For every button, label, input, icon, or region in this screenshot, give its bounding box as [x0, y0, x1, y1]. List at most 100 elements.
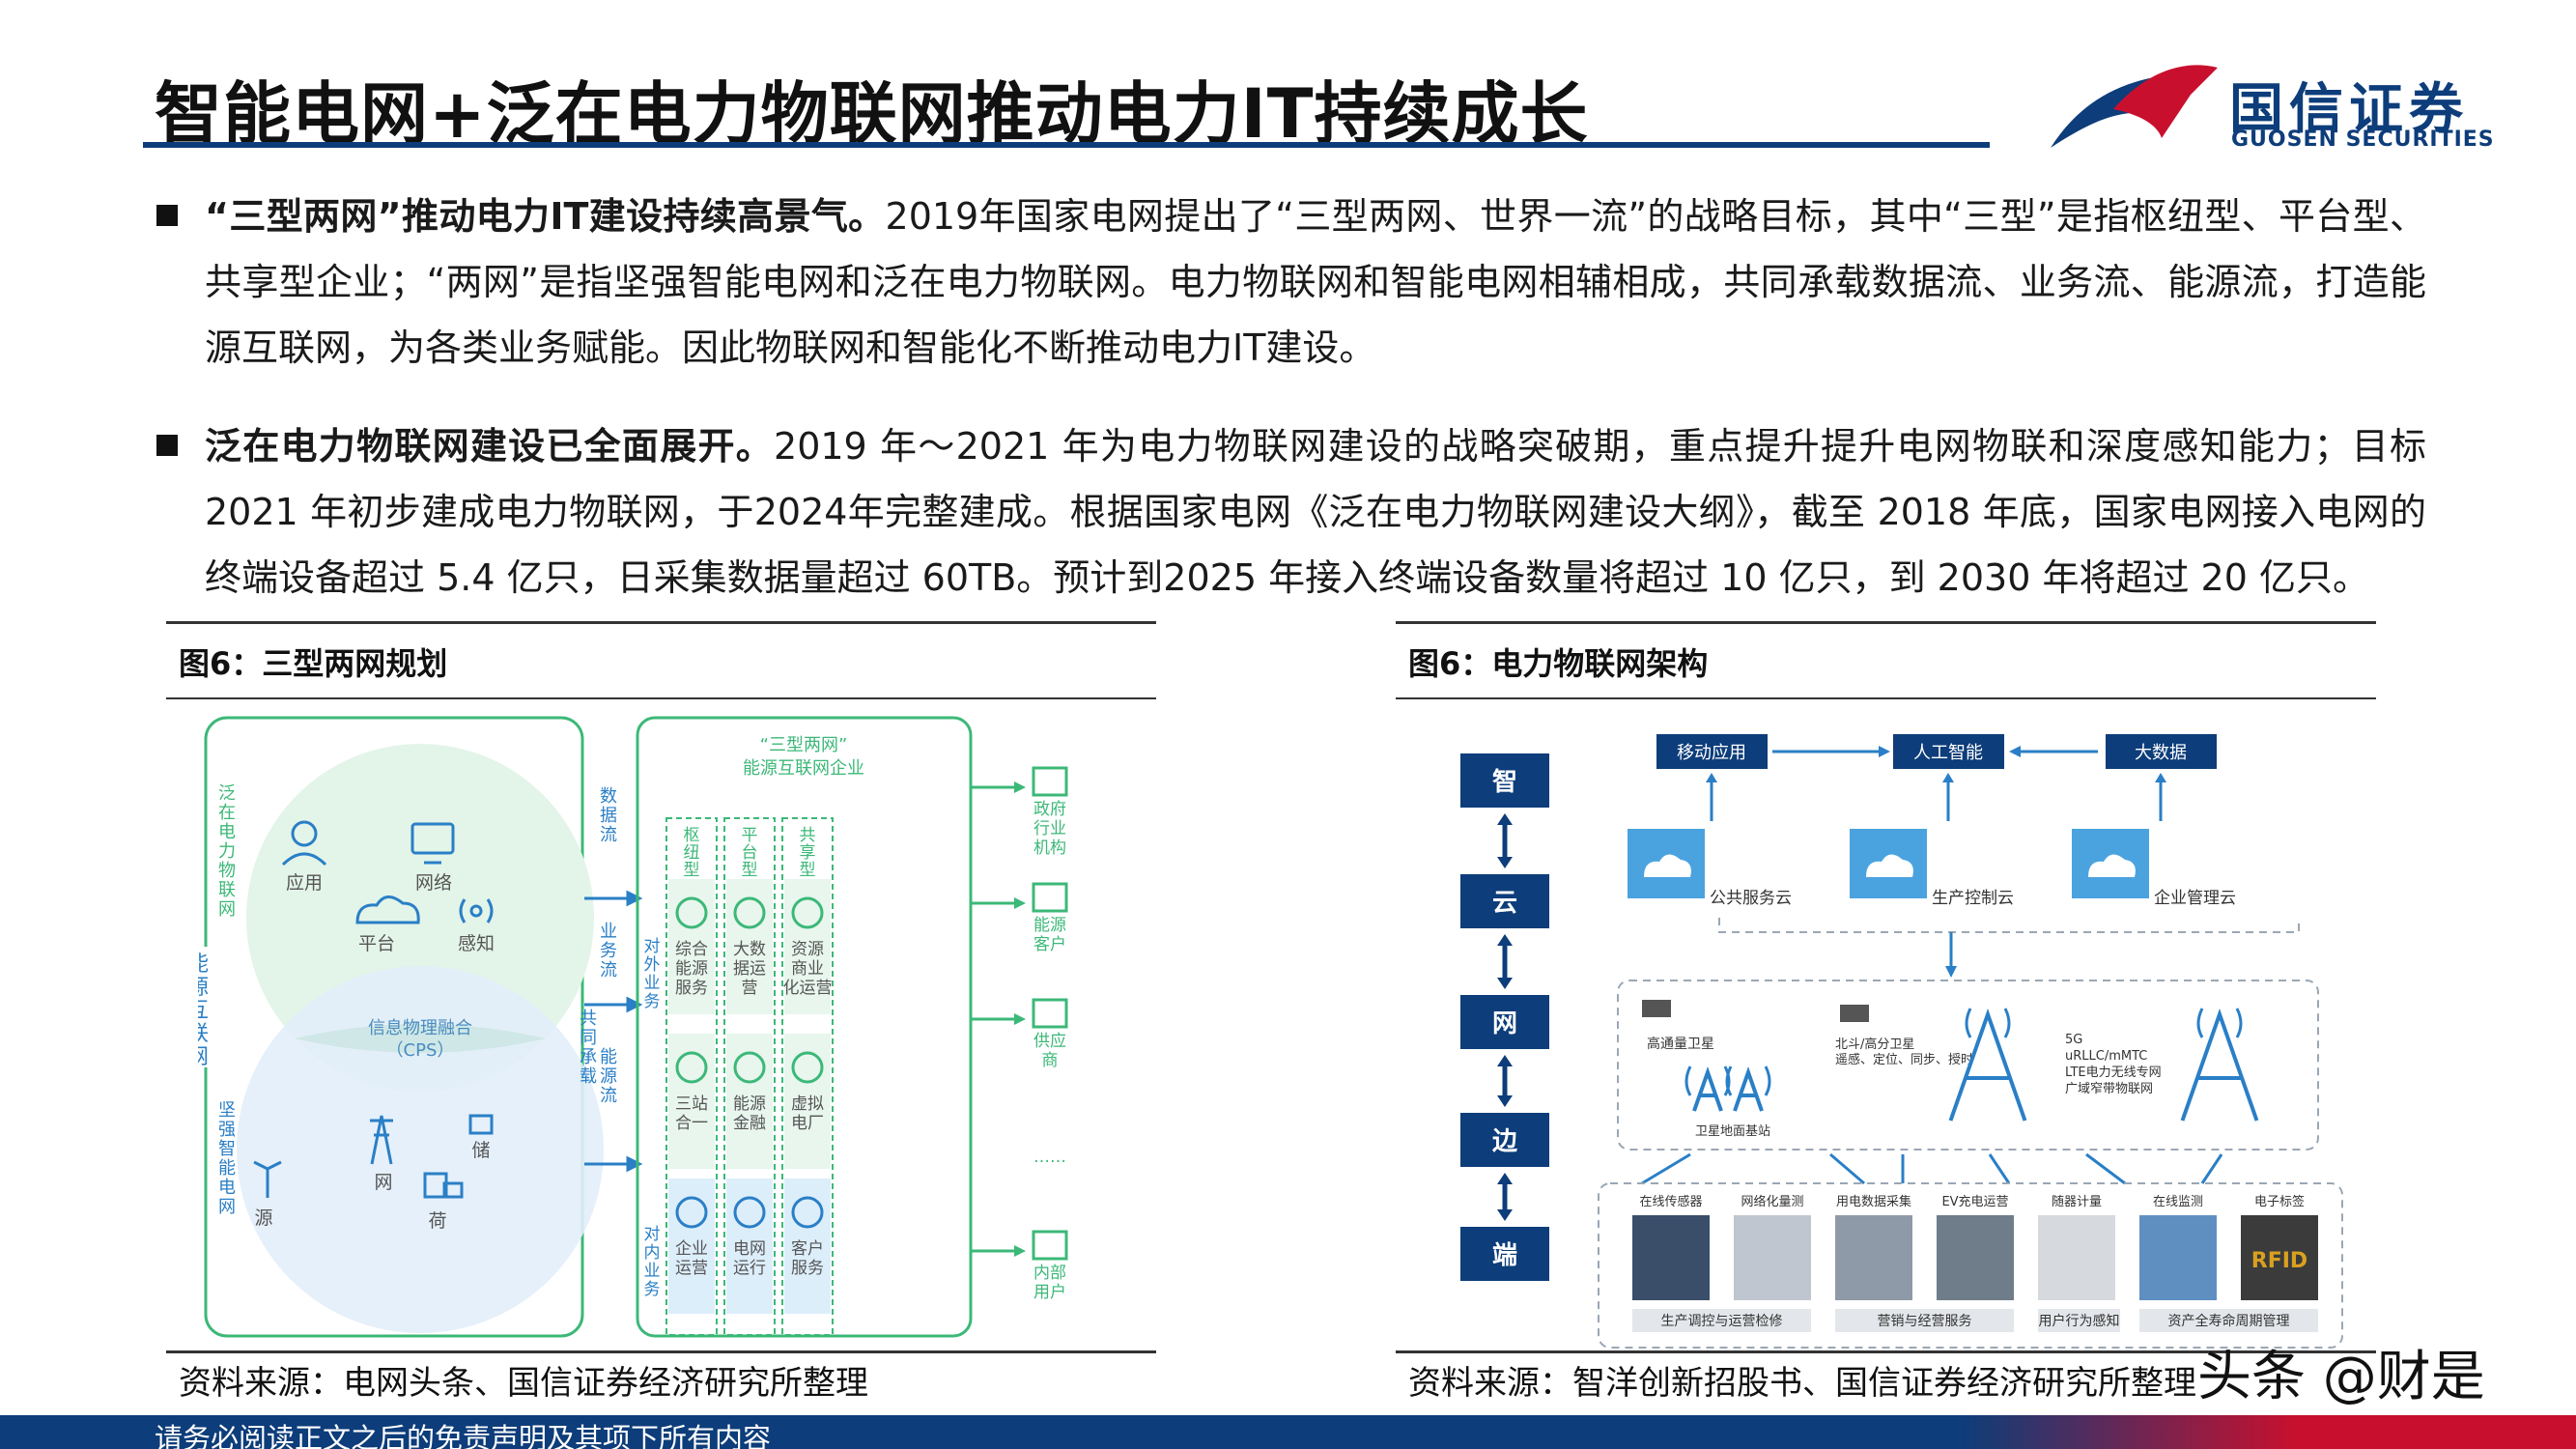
- flow-label-char: 流: [600, 960, 617, 980]
- cell-label: 资源: [791, 940, 824, 959]
- column-frame: [781, 817, 834, 1336]
- signal-icon: [2196, 1008, 2243, 1038]
- cell-bg: [726, 1179, 773, 1314]
- layer-label: 云: [1492, 889, 1517, 918]
- figure-top-rule: [1396, 621, 2376, 624]
- side-internal-char: 务: [644, 1280, 661, 1299]
- service-icon: [733, 896, 766, 929]
- antenna-tower-icon: [1733, 1065, 1764, 1112]
- net-down-arrow: [2085, 1152, 2126, 1185]
- grid-label-char: 智: [218, 1139, 236, 1159]
- monitor-icon: [410, 822, 455, 855]
- satellite-icon: [1840, 1005, 1869, 1022]
- network-area: [1617, 980, 2319, 1151]
- signal-icon: [1684, 1065, 1731, 1096]
- layer-label: 端: [1492, 1241, 1517, 1270]
- app-box: [1656, 734, 1768, 769]
- side-internal-char: 业: [644, 1262, 661, 1281]
- target-icon: [1032, 1230, 1068, 1261]
- iot-label-char: 泛: [218, 783, 236, 804]
- cell-bg: [668, 879, 715, 1014]
- device-label: 用电数据采集: [1836, 1194, 1911, 1209]
- layer-label: 智: [1492, 768, 1517, 797]
- signal-icon: [1725, 1065, 1771, 1096]
- side-external-char: 业: [644, 974, 661, 993]
- flow-label-char: 共: [580, 1009, 597, 1029]
- cloud-icon: [1644, 854, 1691, 877]
- bullet-square-icon: [156, 435, 178, 456]
- device-image: [1734, 1215, 1811, 1300]
- target-arrow: [1014, 781, 1026, 793]
- flow-label-char: 流: [600, 825, 617, 845]
- cloud-bracket: [1718, 918, 2300, 933]
- cell-label: 运行: [733, 1259, 766, 1278]
- cell-label: 能源: [733, 1094, 766, 1114]
- layer-arrow: [1497, 1209, 1513, 1221]
- cell-label: 化运营: [783, 979, 833, 998]
- service-icon: [733, 1196, 766, 1229]
- cloud-down-arrow: [1945, 966, 1957, 978]
- bullet-lead: 泛在电力物联网建设已全面展开。: [205, 425, 775, 468]
- cps-overlap: [295, 1024, 546, 1053]
- app-box: [1893, 734, 2004, 769]
- device-image: [2038, 1215, 2115, 1300]
- sensor-icon: [459, 898, 494, 923]
- layer-box: [1460, 995, 1549, 1049]
- side-label-char: 互: [198, 999, 209, 1023]
- signal-icon: [1965, 1008, 2011, 1038]
- grid-item-label: 储: [471, 1140, 490, 1161]
- enterprise-columns: 对外业务对内业务枢纽型综合能源服务三站合一企业运营平台型大数据运营能源金融电网运…: [644, 817, 834, 1336]
- net-label: 卫星地面基站: [1695, 1124, 1770, 1139]
- grid-label-char: 强: [218, 1120, 236, 1140]
- flow-label-char: 数: [600, 786, 617, 807]
- side-label-char: 联: [198, 1022, 209, 1046]
- footer-disclaimer: 请务必阅读正文之后的免责声明及其项下所有内容: [155, 1422, 772, 1449]
- device-label: 在线传感器: [1639, 1194, 1702, 1209]
- cell-label: 商业: [791, 959, 824, 979]
- cloud-icon: [2088, 854, 2136, 877]
- device-image: [1632, 1215, 1710, 1300]
- side-internal-char: 对: [644, 1225, 661, 1244]
- cell-label: 企业: [675, 1239, 708, 1259]
- user-icon: [291, 820, 318, 847]
- cell-label: 据运: [733, 959, 766, 979]
- cell-label: 合一: [675, 1114, 708, 1133]
- cell-label: 运营: [675, 1259, 708, 1278]
- target-icon: [1032, 882, 1068, 913]
- brand-logo: 国信证券 GUOSEN SECURITIES: [2046, 56, 2548, 162]
- flow-label-char: 流: [600, 1086, 617, 1106]
- flow-label-char: 据: [600, 806, 617, 826]
- figure-title: 图6：三型两网规划: [179, 645, 448, 682]
- device-tag: [2038, 1309, 2120, 1332]
- layer-box: [1460, 874, 1549, 928]
- figure-source: 资料来源：智洋创新招股书、国信证券经济研究所整理: [1408, 1364, 2196, 1403]
- cloud-row: 公共服务云生产控制云企业管理云: [1628, 829, 2300, 978]
- cell-bg: [784, 1179, 831, 1314]
- net-down-arrow: [1641, 1152, 1691, 1185]
- net-label: 5G: [2065, 1033, 2082, 1047]
- cell-bg: [668, 1179, 715, 1314]
- side-label-char: 能: [198, 952, 209, 977]
- figure-title-rule: [1396, 697, 2376, 699]
- cloud-label: 企业管理云: [2154, 889, 2236, 908]
- side-external-char: 对: [644, 937, 661, 956]
- layer-box: [1460, 1227, 1549, 1281]
- flow-label-char: 务: [600, 941, 617, 961]
- app-arrow: [2155, 773, 2166, 782]
- cell-label: 服务: [791, 1259, 824, 1278]
- net-label: uRLLC/mMTC: [2065, 1049, 2147, 1064]
- target-arrow: [1014, 897, 1026, 909]
- cell-label: 虚拟: [791, 1094, 824, 1114]
- cps-label: 信息物理融合: [368, 1018, 472, 1038]
- layer-box: [1460, 1113, 1549, 1167]
- target-label: 供应: [1033, 1032, 1066, 1051]
- figure-source-rule: [1396, 1350, 2376, 1353]
- grid-item-label: 网: [374, 1172, 392, 1193]
- cps-sub-label: （CPS）: [386, 1040, 455, 1061]
- side-internal-char: 内: [644, 1243, 661, 1263]
- device-tag-label: 营销与经营服务: [1878, 1314, 1972, 1329]
- enterprise-subtitle: 能源互联网企业: [743, 758, 864, 779]
- cell-label: 金融: [733, 1114, 766, 1133]
- iot-icons: [281, 820, 494, 924]
- flow-arrows: [584, 890, 643, 1173]
